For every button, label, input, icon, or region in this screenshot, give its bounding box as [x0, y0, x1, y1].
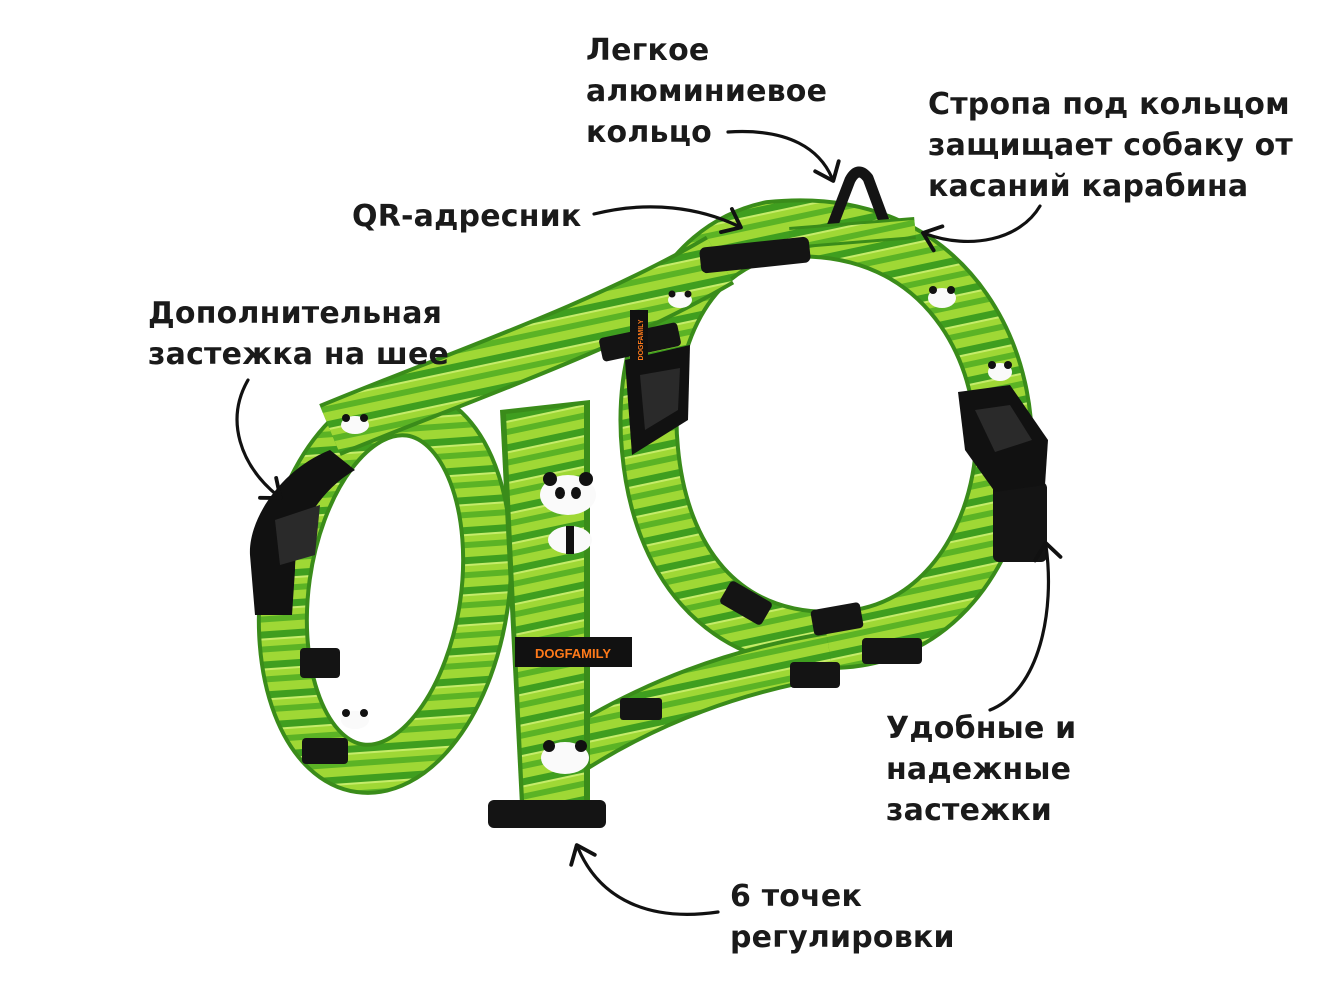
- callout-qr-tag: QR-адресник: [352, 196, 581, 237]
- callout-neck-clasp: Дополнительная застежка на шее: [148, 293, 449, 375]
- brand-tag-back: DOGFAMILY: [630, 310, 648, 370]
- neck-loop-strap: [256, 385, 514, 795]
- callout-neck-line-1: Дополнительная: [148, 296, 443, 331]
- aluminum-d-ring: [824, 166, 894, 238]
- arrow-ring: [726, 129, 841, 183]
- arrow-neck-clasp: [235, 378, 283, 500]
- callout-strap-line-2: защищает собаку от: [928, 128, 1293, 163]
- callout-adjust-line-1: 6 точек: [730, 879, 863, 914]
- belly-strap: [546, 631, 834, 780]
- callout-buckles: Удобные и надежные застежки: [886, 708, 1076, 831]
- arrow-qr-tag: [592, 205, 743, 235]
- ring-strap: [789, 217, 916, 249]
- callout-adjust-line-2: регулировки: [730, 920, 955, 955]
- brand-tag-back-text: DOGFAMILY: [638, 319, 645, 360]
- callout-adjust-points: 6 точек регулировки: [730, 876, 955, 958]
- callout-strap-line-1: Стропа под кольцом: [928, 87, 1290, 122]
- callout-arrows: [235, 129, 1063, 916]
- callout-ring-line-1: Легкое: [586, 33, 710, 68]
- arrow-buckles: [988, 540, 1063, 712]
- back-strap: [319, 235, 735, 456]
- callout-buckles-line-2: надежные: [886, 752, 1072, 787]
- callout-qr-line-1: QR-адресник: [352, 199, 582, 234]
- callout-buckles-line-3: застежки: [886, 793, 1053, 828]
- brand-tag-chest: DOGFAMILY: [515, 637, 632, 667]
- callout-ring-line-3: кольцо: [586, 115, 712, 150]
- arrow-strap-under-ring: [921, 204, 1042, 253]
- callout-strap-line-3: касаний карабина: [928, 169, 1249, 204]
- callout-buckles-line-1: Удобные и: [886, 711, 1077, 746]
- adjustment-sliders: [300, 236, 1047, 828]
- callout-ring: Легкое алюминиевое кольцо: [586, 30, 827, 153]
- brand-tag-chest-text: DOGFAMILY: [535, 646, 611, 661]
- callout-neck-line-2: застежка на шее: [148, 337, 450, 372]
- arrow-adjust-points: [569, 843, 720, 916]
- callout-strap-under-ring: Стропа под кольцом защищает собаку от ка…: [928, 84, 1293, 207]
- callout-ring-line-2: алюминиевое: [586, 74, 828, 109]
